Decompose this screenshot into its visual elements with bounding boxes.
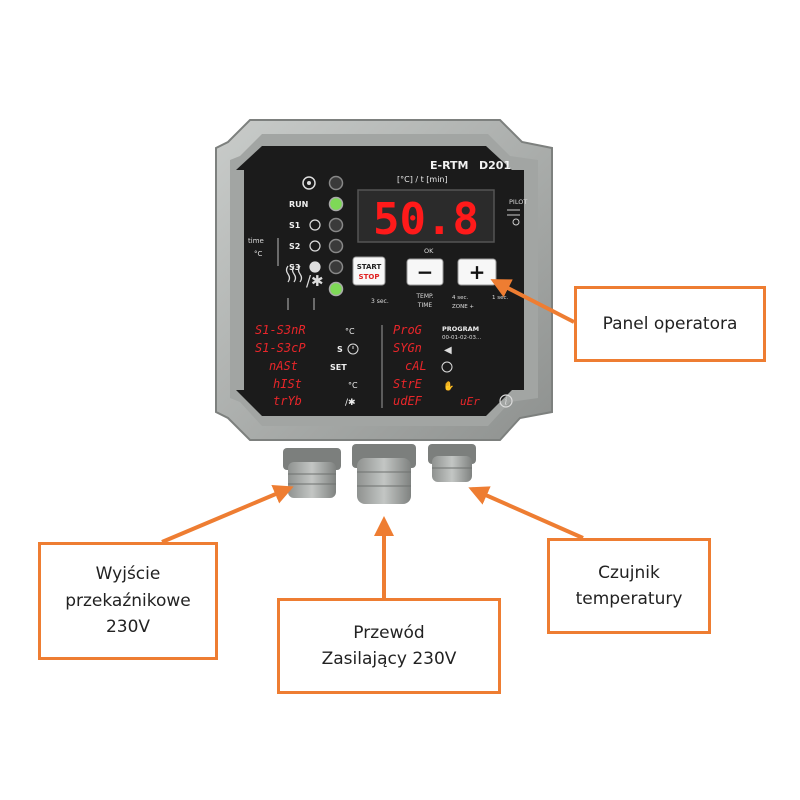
label-run: RUN: [289, 200, 308, 209]
power-cable-gland: [352, 444, 416, 504]
menu-left-desc-4: /✱: [345, 398, 356, 408]
plus-button[interactable]: +: [457, 258, 497, 286]
menu-right-code-2: cAL: [405, 359, 427, 373]
menu-right-desc-4: uEr: [460, 395, 480, 408]
led-display: [357, 189, 495, 243]
relay-output-gland: [283, 448, 341, 498]
menu-right-code-1: SYGn: [393, 341, 422, 355]
menu-right-sub-0: 00-01-02-03...: [442, 335, 481, 341]
plus-label: +: [469, 260, 486, 284]
speaker-icon: ◀: [444, 345, 452, 356]
s3-icon: [309, 261, 321, 273]
menu-left-code-0: S1-S3nR: [255, 323, 306, 337]
callout-panel-operatora: Panel operatora: [574, 286, 766, 362]
heater-icon: [285, 265, 303, 283]
menu-left-list: S1-S3nR °C S1-S3cP S nASt SET hISt °C tr…: [255, 323, 359, 408]
menu-left-desc-2: SET: [330, 363, 347, 372]
s1-icon: [309, 219, 321, 231]
under-plus-zone: ZONE +: [452, 304, 474, 310]
label-s3: S3: [289, 263, 300, 272]
under-minus-bottom: TIME: [417, 302, 433, 309]
led-s3: [328, 259, 344, 275]
under-plus-left: 4 sec.: [452, 295, 469, 301]
stop-label: STOP: [359, 273, 380, 281]
led-output: [328, 281, 344, 297]
minus-button[interactable]: −: [406, 258, 444, 286]
menu-right-code-3: StrE: [393, 377, 423, 391]
under-plus-right: 1 sec.: [492, 295, 509, 301]
menu-right-code-0: ProG: [393, 323, 422, 337]
callout-power-cable: Przewód Zasilający 230V: [277, 598, 501, 694]
arrow-sensor: [468, 486, 584, 540]
menu-right-desc-0: PROGRAM: [442, 325, 479, 333]
menu-left-desc-0: °C: [345, 327, 355, 336]
arrow-relay: [161, 485, 294, 544]
clock-icon: [347, 343, 359, 355]
label-time: time: [248, 237, 264, 245]
menu-left-code-1: S1-S3cP: [255, 341, 306, 355]
s2-icon: [309, 240, 321, 252]
menu-left-code-4: trYb: [273, 394, 302, 408]
label-s1: S1: [289, 221, 301, 230]
menu-right-list: ProG PROGRAM 00-01-02-03... SYGn ◀ cAL S…: [393, 323, 513, 408]
display-unit-label: [°C] / t [min]: [397, 175, 448, 184]
led-s2: [328, 238, 344, 254]
model-name: E-RTM: [430, 159, 469, 172]
front-panel: E-RTM D201 [°C] / t [min] 50.8 OK PILOT …: [236, 146, 527, 416]
info-icon: i: [499, 394, 513, 408]
pilot-icon: [507, 209, 520, 226]
pilot-label: PILOT: [509, 198, 527, 206]
hand-icon: ✋: [443, 380, 454, 392]
sensor-gland: [428, 444, 476, 482]
led-run: [328, 196, 344, 212]
label-s2: S2: [289, 242, 300, 251]
snowflake-icon: /✱: [306, 272, 324, 290]
start-label: START: [357, 263, 382, 271]
led-s1: [328, 217, 344, 233]
arrow-panel: [490, 279, 575, 324]
callout-arrows: [161, 279, 584, 598]
model-number: D201: [479, 159, 511, 172]
svg-text:i: i: [505, 398, 508, 408]
menu-left-desc-3: °C: [348, 381, 358, 390]
menu-left-code-2: nASt: [269, 359, 298, 373]
under-minus-top: TEMP.: [415, 293, 433, 300]
menu-left-desc-1: S: [337, 345, 343, 354]
cable-glands: [283, 444, 476, 504]
led-settings: [328, 175, 344, 191]
under-start-label: 3 sec.: [371, 298, 389, 305]
display-value: 50.8: [373, 194, 479, 245]
label-temp-unit: °C: [254, 250, 263, 258]
start-stop-button[interactable]: START STOP: [352, 256, 386, 286]
settings-icon: [302, 176, 316, 190]
callout-relay-output: Wyjście przekaźnikowe 230V: [38, 542, 218, 660]
calibration-icon: [441, 361, 453, 373]
callout-temperature-sensor: Czujnik temperatury: [547, 538, 711, 634]
menu-left-code-3: hISt: [273, 377, 302, 391]
menu-right-code-4: udEF: [393, 394, 423, 408]
under-display-ok: OK: [424, 247, 434, 255]
minus-label: −: [417, 260, 434, 284]
